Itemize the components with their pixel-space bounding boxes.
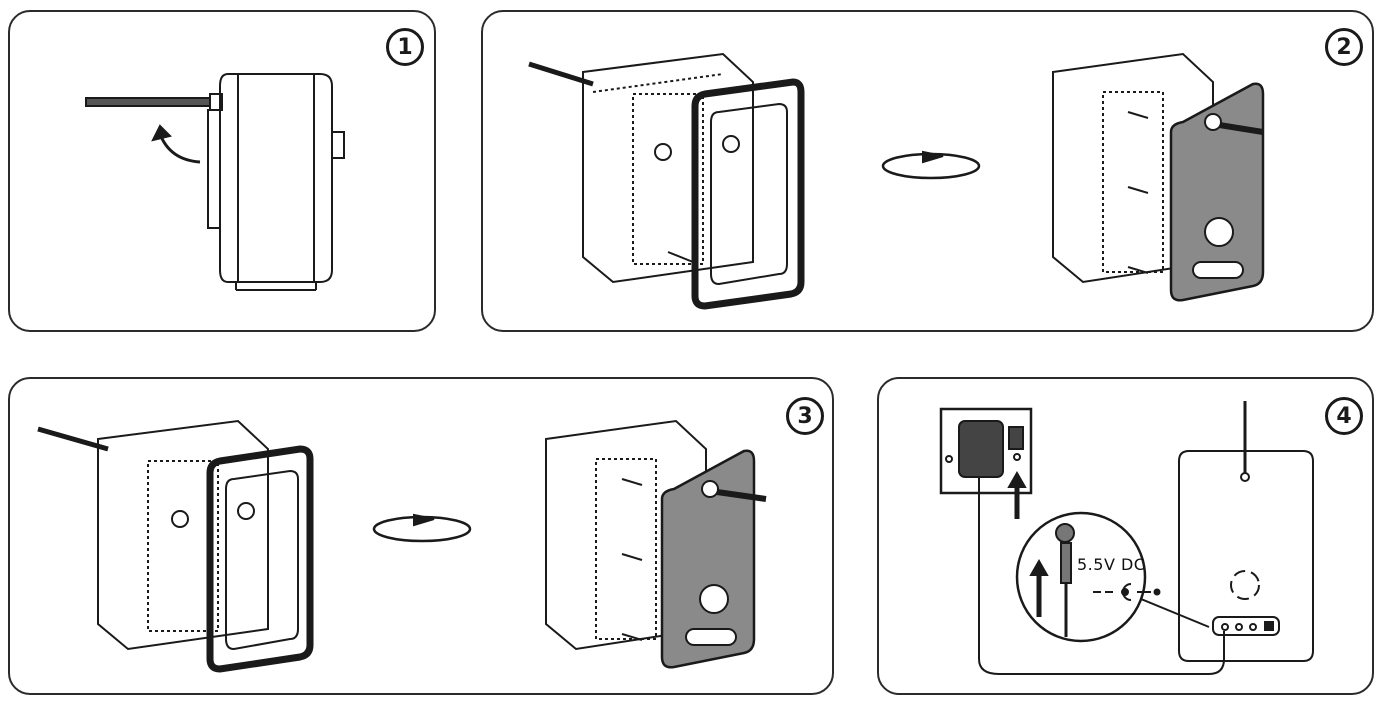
rotate-up-arrow [158, 133, 201, 164]
polarity-symbol [1093, 583, 1161, 601]
mounting-frame [206, 445, 314, 673]
step-number-badge: 3 [786, 397, 824, 435]
step-1-illustration [85, 73, 345, 291]
step-4-illustration [939, 401, 1314, 675]
device-body [97, 419, 269, 651]
connector-zoom [1015, 511, 1147, 643]
device-body-side [219, 73, 333, 283]
mounting-frame [691, 78, 805, 310]
front-plate [660, 449, 756, 669]
port-strip [1212, 616, 1280, 636]
front-plate [1169, 82, 1265, 302]
step-3-panel: 3 [8, 377, 834, 695]
step-number-badge: 1 [386, 28, 424, 66]
step-1-panel: 1 [8, 10, 436, 332]
step-2-panel: 2 [481, 10, 1374, 332]
antenna-rod [37, 426, 109, 452]
antenna-rod [85, 97, 217, 107]
step-number-badge: 2 [1325, 28, 1363, 66]
device-body [582, 52, 754, 284]
voltage-label: 5.5V DC [1077, 555, 1146, 574]
step-3-illustration [37, 419, 767, 673]
step-4-panel: 5.5V DC 4 [877, 377, 1374, 695]
power-cable [978, 477, 1225, 675]
power-adapter [958, 420, 1004, 478]
wall-outlet [939, 407, 1033, 495]
receiver-body [1178, 450, 1314, 662]
step-2-illustration [528, 52, 1265, 310]
step-number-badge: 4 [1325, 397, 1363, 435]
